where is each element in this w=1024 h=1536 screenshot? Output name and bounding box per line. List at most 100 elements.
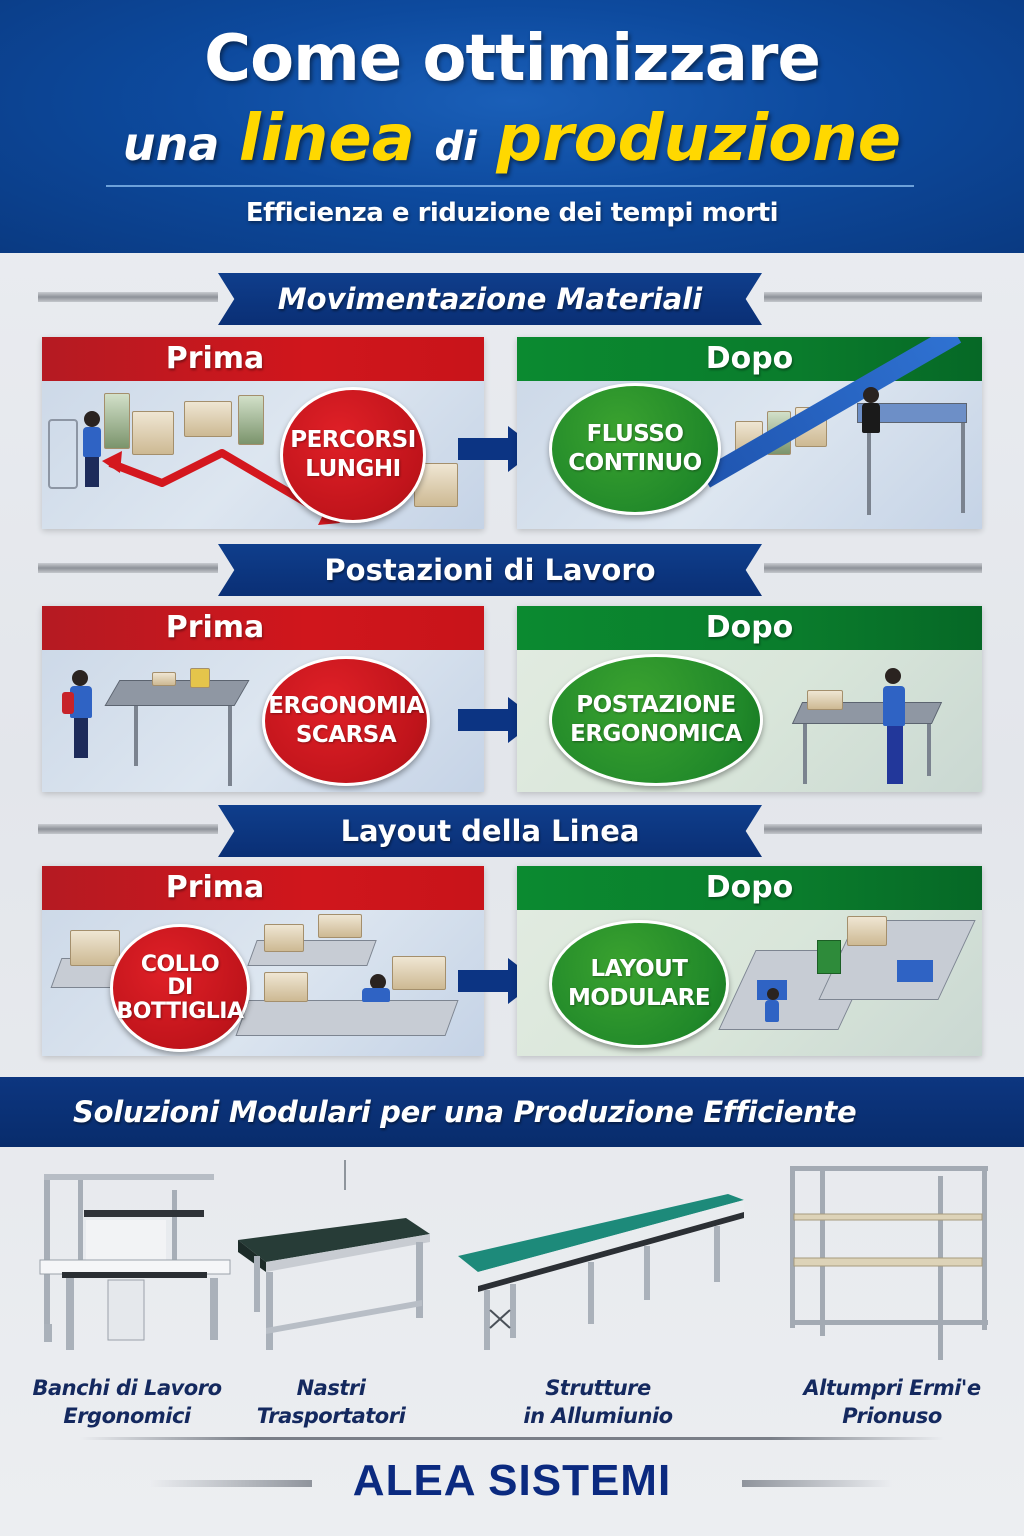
header: Come ottimizzare una linea di produzione… [0,0,1024,253]
product-label-line1: Altumpri Ermi'e [803,1376,981,1400]
section-banner-postazioni: Postazioni di Lavoro [0,544,1024,596]
badge-text-line2: CONTINUO [568,450,702,476]
badge-text-line1: FLUSSO [586,421,684,448]
banner-divider-right [764,563,982,573]
panel-prima-movimentazione: Prima PERCORSI LUNGHI [42,337,484,529]
illustration-modular-layout: LAYOUT MODULARE [517,910,982,1056]
box-icon [184,401,232,437]
worker-legs [74,718,88,758]
title-line-1: Come ottimizzare [204,22,821,96]
worker-body [883,686,905,726]
table-leg [134,706,138,766]
panel-header-dopo: Dopo [517,606,982,650]
workbench-icon [39,1174,231,1350]
box-stack-icon [238,395,264,445]
worker-head [72,670,88,686]
worker-head [885,668,901,684]
panel-dopo-movimentazione: Dopo FLUSSO CONTINUO [517,337,982,529]
box-icon [264,924,304,952]
backpack-icon [62,692,74,714]
product-banchi-di-lavoro: Banchi di Lavoro Ergonomici [22,1160,232,1430]
tool-icon [807,690,843,710]
badge-text-line3: BOTTIGLIA [116,998,244,1024]
banner-divider-right [764,824,982,834]
badge-text-line2: LUNGHI [305,456,401,482]
badge-text-line2: MODULARE [567,985,711,1011]
tool-icon [190,668,210,688]
box-stack-icon [104,393,130,449]
section-title: Movimentazione Materiali [218,273,762,325]
badge-text-line1: COLLO [140,952,220,978]
worker-legs [85,457,99,487]
product-label: Strutture in Allumiunio [448,1374,748,1430]
badge-text-line2: DI [167,975,193,1001]
banner-divider-left [38,292,218,302]
worker-head [767,988,779,1000]
workbench [104,680,250,706]
panel-dopo-postazioni: Dopo POSTAZIONE ERGONOMICA [517,606,982,792]
badge-text-line1: LAYOUT [590,956,688,983]
section-title: Postazioni di Lavoro [218,544,762,596]
brand-logo: ALEA SISTEMI [352,1456,672,1505]
panel-header-prima: Prima [42,606,484,650]
product-label-line2: Ergonomici [63,1404,191,1428]
product-label: Nastri Trasportatori [226,1374,436,1430]
product-label-line1: Banchi di Lavoro [32,1376,222,1400]
tool-icon [152,672,176,686]
illustration-poor-ergonomics: ERGONOMIA SCARSA [42,650,484,792]
badge-text-line1: ERGONOMIA [268,693,424,720]
worker-body [70,686,92,718]
title-word-linea: linea [238,102,415,176]
panel-prima-postazioni: Prima ERGONOMIA SCARSA [42,606,484,792]
section-banner-layout: Layout della Linea [0,805,1024,857]
worker-head [84,411,100,427]
product-label-line2: in Allumiunio [523,1404,673,1428]
table-leg [803,724,807,784]
panel-header-prima: Prima [42,337,484,381]
hand-truck-icon [48,419,78,489]
product-label-line1: Nastri [296,1376,366,1400]
table-leg [867,423,871,515]
title-line-2: una linea di produzione [0,102,1024,176]
title-word-una: una [122,117,220,171]
product-label-line2: Trasportatori [256,1404,406,1428]
box-icon [392,956,446,990]
illustration-bottleneck: COLLO DI BOTTIGLIA [42,910,484,1056]
badge-layout-modulare: LAYOUT MODULARE [549,920,729,1048]
product-aluminum-frame: Altumpri Ermi'e Prionuso [782,1160,1002,1430]
worker-head [863,387,879,403]
box-icon [847,916,887,946]
illustration-long-paths: PERCORSI LUNGHI [42,381,484,529]
banner-divider-right [764,292,982,302]
subtitle: Efficienza e riduzione dei tempi morti [245,198,779,228]
table-leg [228,706,232,786]
long-conveyor-icon [458,1194,744,1350]
line-module [235,1000,459,1036]
box-icon [70,930,120,966]
badge-collo-di-bottiglia: COLLO DI BOTTIGLIA [110,924,250,1052]
badge-postazione-ergonomica: POSTAZIONE ERGONOMICA [549,654,763,786]
box-icon [318,914,362,938]
badge-flusso-continuo: FLUSSO CONTINUO [549,383,721,515]
badge-percorsi-lunghi: PERCORSI LUNGHI [280,387,426,523]
conveyor-icon [238,1160,430,1350]
banner-divider-left [38,563,218,573]
conveyor-table [857,403,967,423]
badge-ergonomia-scarsa: ERGONOMIA SCARSA [262,656,430,786]
table-leg [927,724,931,776]
product-label-line2: Prionuso [842,1404,942,1428]
badge-text-line1: POSTAZIONE [576,692,736,719]
footer-divider [80,1437,944,1440]
aluminum-frame-icon [790,1166,988,1360]
worker-body [862,403,880,433]
illustration-continuous-flow: FLUSSO CONTINUO [517,337,982,529]
header-divider [106,185,914,187]
brand-line-left [150,1480,312,1487]
green-panel-icon [817,940,841,974]
product-strutture-alluminio: Strutture in Allumiunio [448,1160,748,1430]
product-label: Banchi di Lavoro Ergonomici [22,1374,232,1430]
box-icon [264,972,308,1002]
brand-line-right [742,1480,892,1487]
bin-icon [897,960,933,982]
product-nastri-trasportatori: Nastri Trasportatori [226,1160,436,1430]
